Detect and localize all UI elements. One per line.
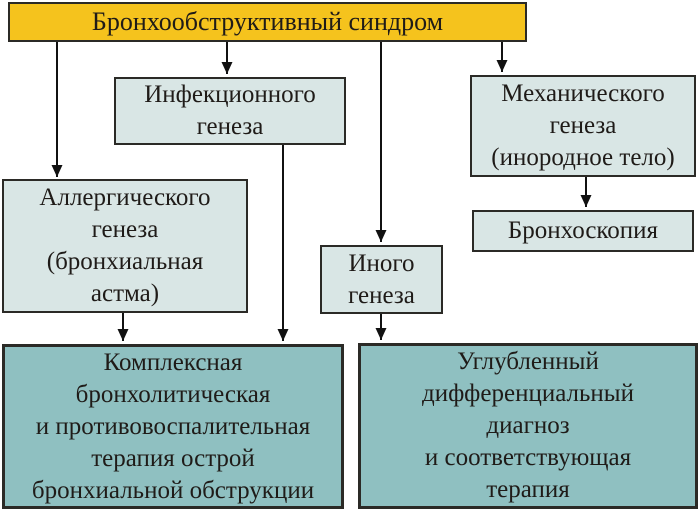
node-differential-diagnosis: Углубленный дифференциальный диагноз и с… [358, 343, 698, 509]
node-allergic-genesis: Аллергического генеза (бронхиальная астм… [2, 179, 248, 313]
node-other-genesis: Иного генеза [320, 245, 443, 314]
node-syndrome-title: Бронхообструктивный синдром [8, 2, 527, 42]
node-mechanical-genesis: Механического генеза (инородное тело) [470, 75, 696, 177]
node-bronchoscopy: Бронхоскопия [472, 210, 694, 252]
node-complex-therapy: Комплексная бронхолитическая и противово… [2, 344, 344, 509]
node-infectious-genesis: Инфекционного генеза [114, 77, 346, 145]
